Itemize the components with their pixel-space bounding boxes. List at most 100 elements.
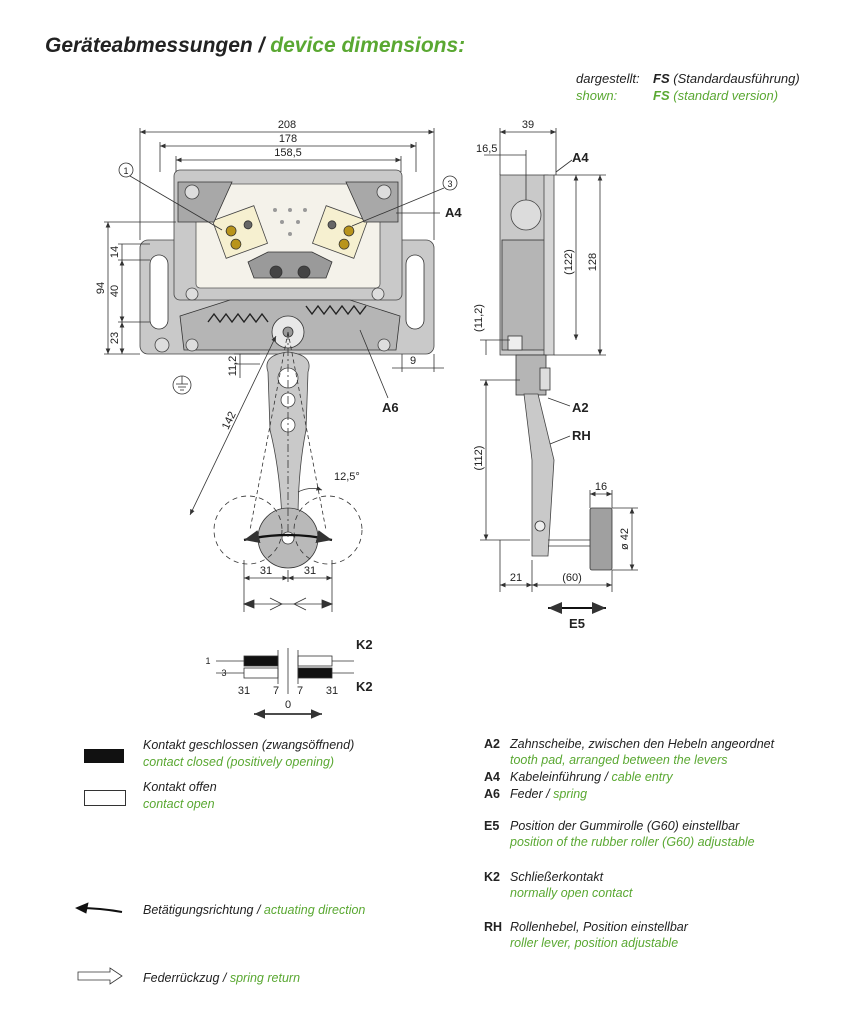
dim-42: ø 42	[619, 528, 631, 550]
label-a4-front: A4	[445, 205, 462, 220]
legend-closed-de: Kontakt geschlossen (zwangsöffnend)	[143, 738, 355, 752]
label-k2-top: K2	[356, 637, 373, 652]
title-en: device dimensions:	[270, 34, 466, 57]
abbr-rh-code: RH	[484, 920, 503, 934]
abbr-e5: E5 Position der Gummirolle (G60) einstel…	[484, 818, 844, 852]
dim-16: 16	[595, 481, 607, 493]
label-a6: A6	[382, 400, 399, 415]
dim-39: 39	[522, 119, 534, 131]
legend-actuating-de: Betätigungsrichtung /	[143, 903, 264, 917]
contact-block-1	[211, 205, 269, 259]
dim-side-11-2: (11,2)	[473, 304, 485, 332]
dim-60: (60)	[562, 572, 582, 584]
legend-closed-en: contact closed (positively opening)	[143, 755, 335, 769]
contact-scale-2: 7	[273, 685, 279, 697]
dim-142: 142	[220, 410, 239, 432]
spring-right	[305, 304, 367, 316]
title-de: Geräteabmessungen	[45, 34, 253, 57]
abbr-k2-code: K2	[484, 870, 500, 884]
side-lever	[523, 393, 555, 557]
abbr-a4-code: A4	[484, 770, 500, 784]
label-e5: E5	[569, 616, 585, 631]
label-k2-bottom: K2	[356, 679, 373, 694]
abbr-a2: A2 Zahnscheibe, zwischen den Hebeln ange…	[484, 736, 844, 770]
abbr-a2-code: A2	[484, 737, 500, 751]
abbr-a6: A6 Feder / spring	[484, 786, 844, 802]
contact-scale-4: 31	[326, 685, 338, 697]
abbr-e5-code: E5	[484, 819, 500, 833]
abbr-a4: A4 Kabeleinführung / cable entry	[484, 769, 844, 785]
shown-de-code: FS	[653, 71, 670, 86]
title-separator: /	[252, 34, 271, 57]
label-a2: A2	[572, 400, 589, 415]
spring-return-arrow-icon	[77, 967, 123, 985]
abbr-a6-en: spring	[553, 787, 588, 801]
legend-closed-swatch	[84, 749, 124, 763]
contact-row-3: 3	[221, 668, 226, 678]
contact-bar-1-closed	[243, 655, 279, 667]
abbr-a2-de: Zahnscheibe, zwischen den Hebeln angeord…	[510, 737, 775, 751]
spring-left	[207, 312, 269, 324]
dim-31-right: 31	[304, 565, 316, 577]
page-title: Geräteabmessungen / device dimensions:	[45, 34, 465, 58]
dim-208: 208	[278, 119, 296, 131]
abbr-k2-en: normally open contact	[510, 886, 633, 900]
dim-16-5: 16,5	[476, 143, 497, 155]
legend-open: Kontakt offen contact open	[143, 779, 217, 813]
abbr-a4-en: cable entry	[611, 770, 673, 784]
abbr-k2: K2 Schließerkontakt normally open contac…	[484, 869, 844, 903]
legend-actuating: Betätigungsrichtung / actuating directio…	[143, 902, 365, 919]
dim-40: 40	[109, 285, 121, 297]
legend-open-de: Kontakt offen	[143, 780, 217, 794]
shown-en-code: FS	[653, 88, 670, 103]
contact-bar-1-open	[297, 655, 333, 667]
label-a4-side: A4	[572, 150, 589, 165]
contact-bar-3-closed	[297, 667, 333, 679]
mounting-slot-right	[405, 254, 425, 330]
abbr-rh-de: Rollenhebel, Position einstellbar	[510, 920, 688, 934]
contact-diagram	[216, 648, 354, 719]
abbr-rh: RH Rollenhebel, Position einstellbar rol…	[484, 919, 844, 953]
dim-112: (112)	[473, 446, 485, 471]
shown-en-label: shown:	[576, 88, 618, 103]
legend-spring-de: Federrückzug /	[143, 971, 230, 985]
mounting-slot-left	[149, 254, 169, 330]
contact-block-3	[311, 205, 369, 259]
abbr-k2-de: Schließerkontakt	[510, 870, 604, 884]
contact-bar-3-open	[243, 667, 279, 679]
cable-entry-side	[510, 199, 542, 231]
legend-spring-en: spring return	[229, 971, 301, 985]
side-view	[480, 128, 638, 614]
legend-actuating-en: actuating direction	[263, 903, 366, 917]
callout-3: 3	[447, 179, 452, 189]
shown-note: dargestellt: FS (Standardausführung) show…	[576, 70, 800, 104]
dim-14: 14	[109, 246, 121, 258]
shown-de-text: (Standardausführung)	[673, 71, 800, 86]
abbr-a6-de: Feder /	[510, 787, 554, 801]
dim-23: 23	[109, 332, 121, 344]
contact-scale-1: 31	[238, 685, 250, 697]
shown-de-label: dargestellt:	[576, 71, 640, 86]
legend-open-swatch	[84, 790, 126, 806]
contact-scale-3: 7	[297, 685, 303, 697]
dim-21: 21	[510, 572, 522, 584]
contact-row-1: 1	[205, 656, 210, 666]
shown-en-text: (standard version)	[673, 88, 779, 103]
angle-12-5: 12,5°	[334, 471, 360, 483]
dim-158-5: 158,5	[274, 147, 302, 159]
dim-9: 9	[410, 355, 416, 367]
abbr-rh-en: roller lever, position adjustable	[510, 936, 679, 950]
dim-122: (122)	[563, 249, 575, 275]
contact-zero: 0	[285, 699, 291, 711]
front-view	[104, 128, 458, 612]
abbr-e5-en: position of the rubber roller (G60) adju…	[510, 835, 755, 849]
dim-94: 94	[95, 282, 107, 294]
legend-open-en: contact open	[143, 797, 215, 811]
dim-31-left: 31	[260, 565, 272, 577]
side-roller	[589, 507, 613, 571]
abbr-a2-en: tooth pad, arranged between the levers	[510, 753, 728, 767]
label-rh: RH	[572, 428, 591, 443]
legend-spring-return: Federrückzug / spring return	[143, 970, 300, 987]
callout-1: 1	[123, 166, 128, 176]
